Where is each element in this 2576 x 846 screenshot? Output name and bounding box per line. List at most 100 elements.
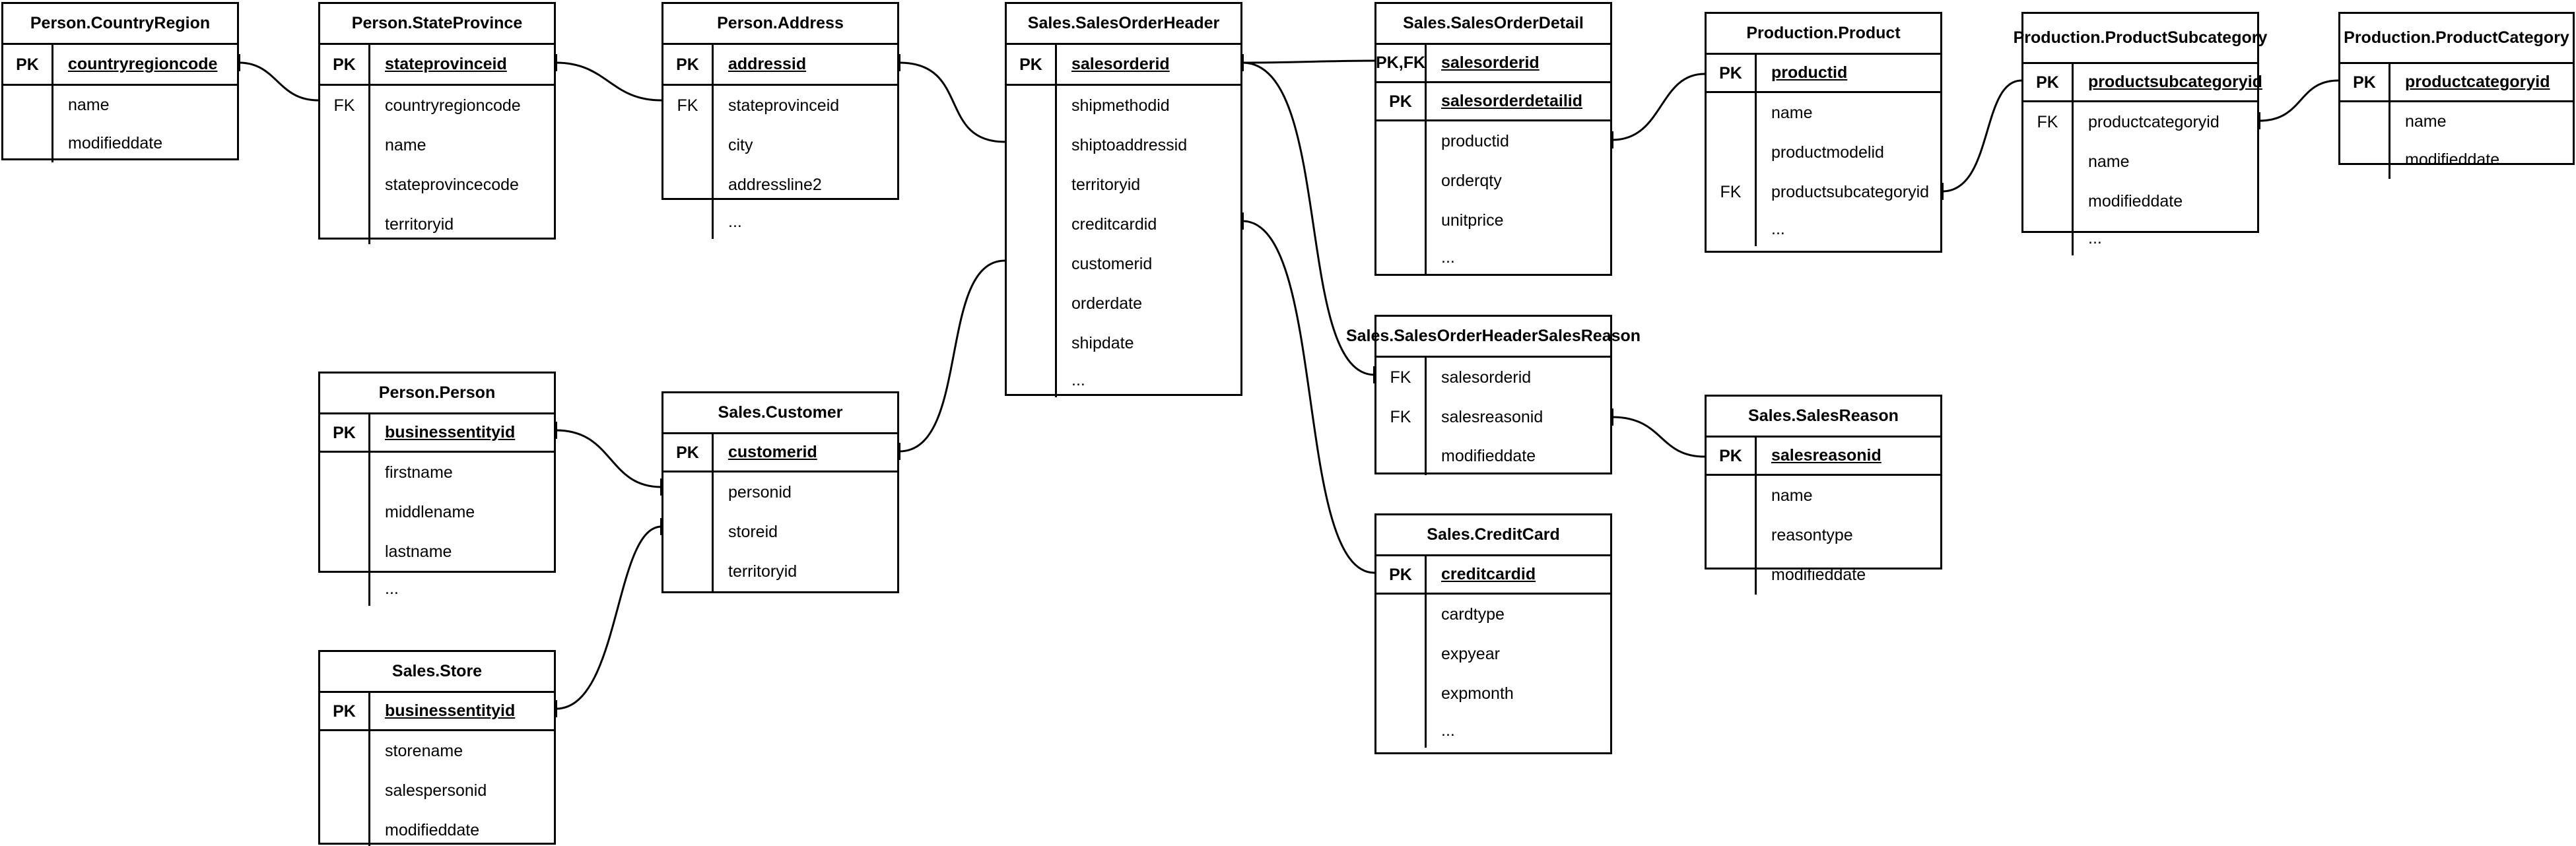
attribute-row[interactable]: customerid (1007, 244, 1240, 284)
attribute-row[interactable]: modifieddate (2340, 141, 2573, 179)
attribute-row[interactable]: PK businessentityid (320, 693, 554, 731)
attribute-row[interactable]: shipmethodid (1007, 86, 1240, 125)
entity-title: Person.StateProvince (320, 4, 554, 45)
attribute-row[interactable]: orderdate (1007, 284, 1240, 323)
key-badge (320, 453, 370, 492)
attribute-row[interactable]: ... (1376, 713, 1610, 748)
entity-title: Production.Product (1707, 14, 1940, 55)
attribute-row[interactable]: territoryid (663, 552, 897, 591)
key-badge (320, 492, 370, 532)
attribute-row[interactable]: productmodelid (1707, 133, 1940, 172)
attribute-row[interactable]: unitprice (1376, 201, 1610, 240)
attribute-row[interactable]: firstname (320, 453, 554, 492)
attribute-row[interactable]: ... (663, 205, 897, 239)
key-badge (1376, 121, 1427, 161)
attribute-row[interactable]: territoryid (1007, 165, 1240, 205)
attribute-row[interactable]: modifieddate (320, 810, 554, 846)
attribute-row[interactable]: ... (320, 571, 554, 606)
attribute-row[interactable]: city (663, 125, 897, 165)
attribute-row[interactable]: storeid (663, 512, 897, 552)
attribute-row[interactable]: ... (2023, 221, 2257, 255)
attribute-row[interactable]: reasontype (1707, 515, 1940, 555)
attribute-row[interactable]: expmonth (1376, 674, 1610, 713)
attribute-row[interactable]: middlename (320, 492, 554, 532)
attribute-row[interactable]: name (2340, 102, 2573, 141)
attribute-row[interactable]: ... (1707, 212, 1940, 246)
attribute-row[interactable]: name (320, 125, 554, 165)
attribute-row[interactable]: name (1707, 93, 1940, 133)
key-badge (663, 512, 714, 552)
key-badge: PK (320, 45, 370, 84)
attribute-row[interactable]: personid (663, 472, 897, 512)
attribute-row[interactable]: name (2023, 142, 2257, 181)
attribute-row[interactable]: cardtype (1376, 595, 1610, 634)
attribute-row[interactable]: modifieddate (3, 124, 237, 162)
attribute-row[interactable]: addressline2 (663, 165, 897, 205)
key-badge (1707, 212, 1757, 246)
attribute-row[interactable]: stateprovincecode (320, 165, 554, 205)
attribute-row[interactable]: ... (1376, 240, 1610, 275)
attribute-name: businessentityid (385, 701, 516, 720)
attribute-row[interactable]: productid (1376, 121, 1610, 161)
key-badge (1007, 323, 1057, 363)
attribute-row[interactable]: territoryid (320, 205, 554, 244)
attribute-row[interactable]: modifieddate (2023, 181, 2257, 221)
attribute-row[interactable]: shipdate (1007, 323, 1240, 363)
attribute-row[interactable]: creditcardid (1007, 205, 1240, 244)
key-badge: PK (1707, 55, 1757, 91)
attribute-row[interactable]: name (1707, 476, 1940, 515)
attribute-row[interactable]: shiptoaddressid (1007, 125, 1240, 165)
attribute-row[interactable]: ... (1007, 363, 1240, 397)
attribute-row[interactable]: storename (320, 731, 554, 771)
key-badge: PK (320, 693, 370, 729)
attribute-row[interactable]: expyear (1376, 634, 1610, 674)
attribute-row[interactable]: orderqty (1376, 161, 1610, 201)
attribute-row[interactable]: modifieddate (1707, 555, 1940, 595)
attribute-row[interactable]: modifieddate (1376, 437, 1610, 475)
key-badge (2023, 181, 2074, 221)
attribute-row[interactable]: name (3, 86, 237, 124)
attribute-row[interactable]: salespersonid (320, 771, 554, 810)
attribute-row[interactable]: lastname (320, 532, 554, 571)
key-badge: FK (2023, 102, 2074, 142)
attribute-name: salesreasonid (1771, 446, 1881, 465)
